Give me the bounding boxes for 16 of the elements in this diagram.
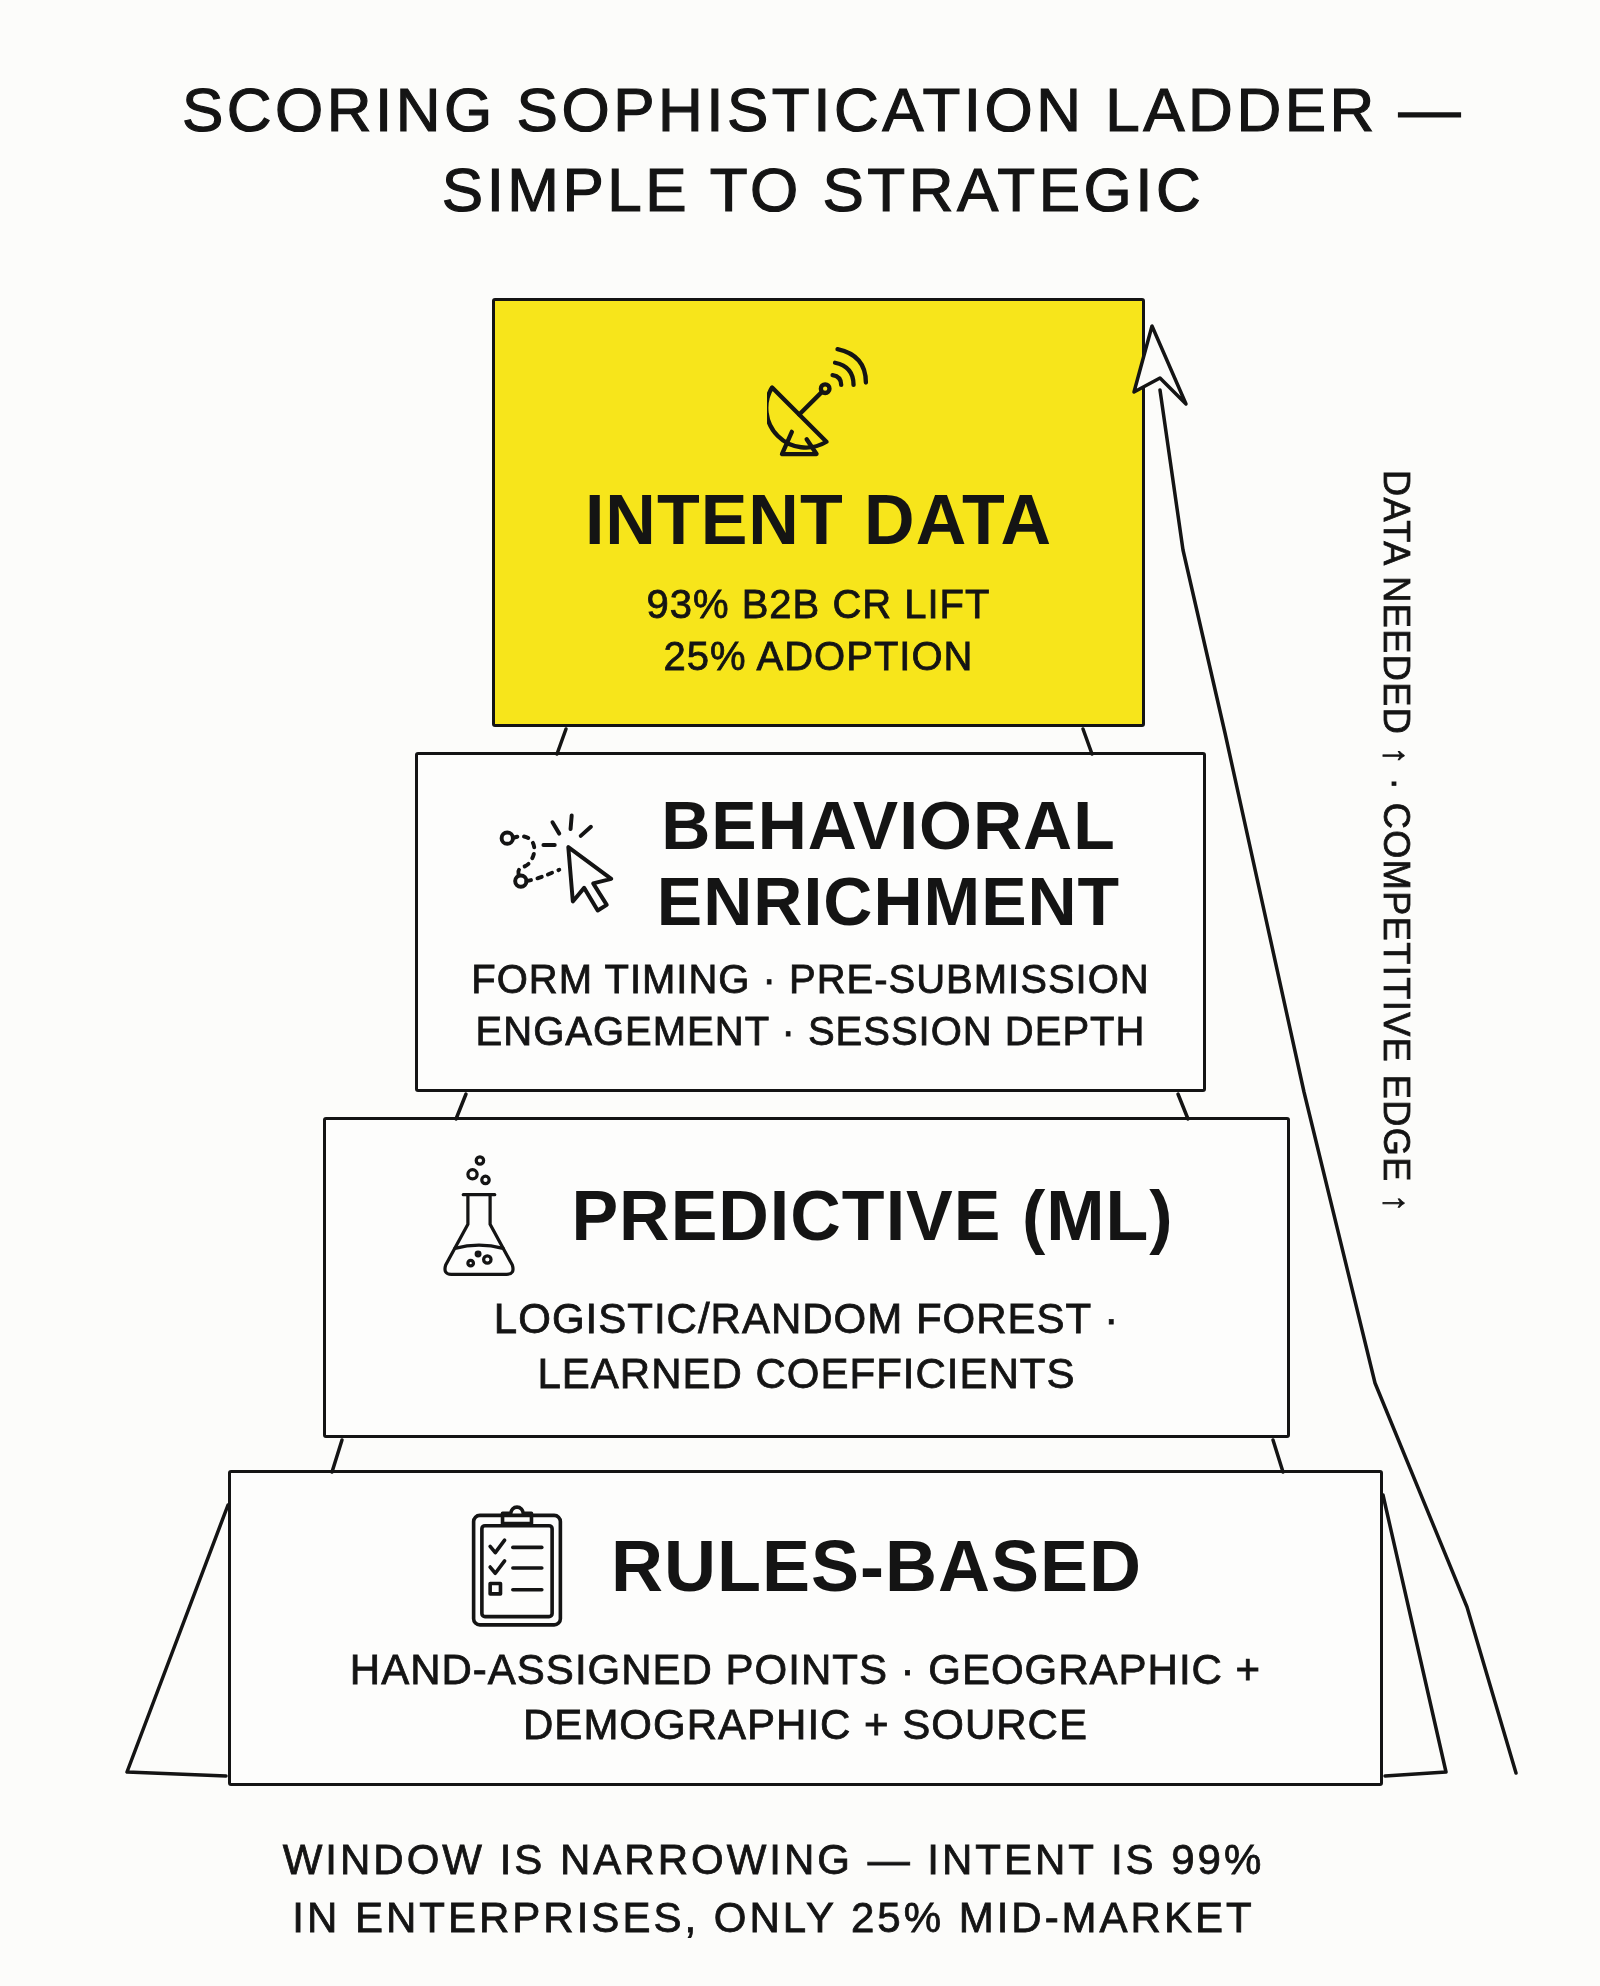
stat-line: 25% ADOPTION [663, 632, 974, 680]
tier-box [415, 752, 1206, 1092]
tier-heading: BEHAVIORAL ENRICHMENT [655, 786, 1122, 940]
tier-description: FORM TIMING · PRE-SUBMISSION ENGAGEMENT · SESSION DEPTH [470, 956, 1151, 1056]
tier-heading: INTENT DATA [584, 481, 1053, 560]
tier-heading: RULES-BASED [611, 1526, 1142, 1607]
tier-box [228, 1470, 1383, 1786]
tier-heading: PREDICTIVE (ML) [571, 1176, 1174, 1256]
tier-description: LOGISTIC/RANDOM FOREST · LEARNED COEFFICIENTS [492, 1293, 1121, 1399]
tier-description: HAND-ASSIGNED POINTS · GEOGRAPHIC + DEMOGRAPHIC + SOURCE [348, 1645, 1263, 1750]
tier-box [492, 298, 1145, 727]
tier-box [323, 1117, 1290, 1438]
footnote: WINDOW IS NARROWING — INTENT IS 99% IN ENTERPRISES, ONLY 25% MID-MARKET [281, 1835, 1266, 1943]
diagram-title: SCORING SOPHISTICATION LADDER — SIMPLE TO STRATEGIC [180, 74, 1466, 226]
stat-line: 93% B2B CR LIFT [646, 580, 991, 628]
arrow-label: DATA NEEDED ↑ · COMPETITIVE EDGE ↑ [1375, 470, 1418, 1214]
